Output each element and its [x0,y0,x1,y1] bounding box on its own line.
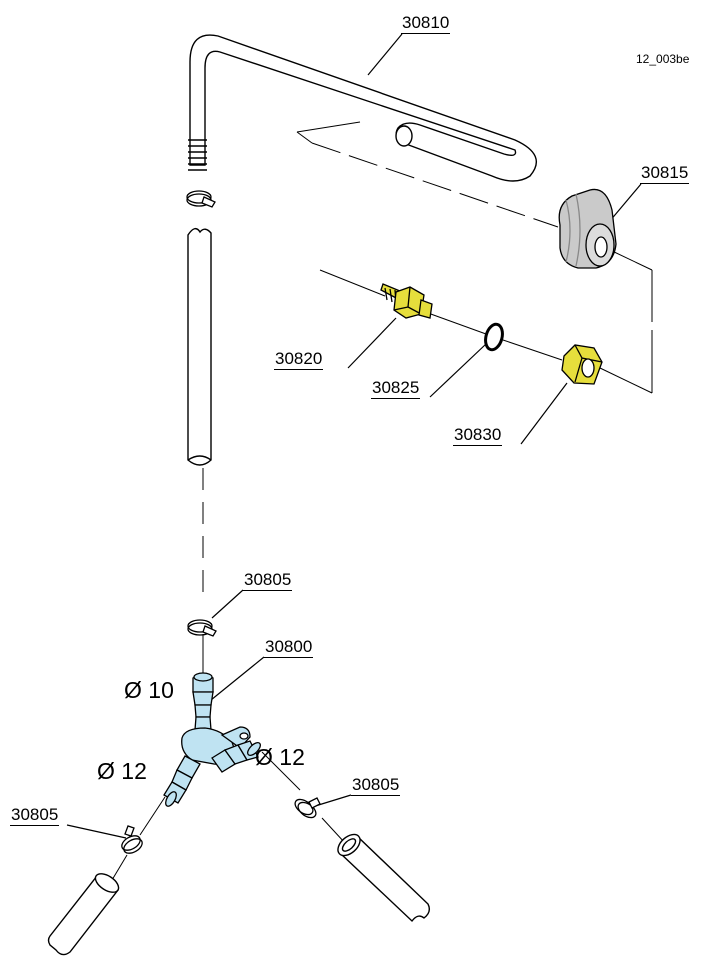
part-30815-grommet [558,188,617,269]
tee-top-barb-2 [192,691,214,706]
bent-hose-end [395,125,413,147]
assembly-lines [111,121,653,881]
hose-bottom-right [337,833,431,923]
leader-30820 [347,317,397,369]
label-30810: 30810 [401,13,451,34]
bracket-bottom [599,367,653,394]
part-30810-bent-hose [188,34,538,182]
line-right-clamp-hose [321,817,346,844]
label-30815: 30815 [640,163,690,184]
tee-lug-hole [239,732,249,740]
straight-hose-upper [187,227,212,466]
tee-top-barb-3 [194,704,212,718]
drawing-reference: 12_003be [636,52,690,66]
tee-left-opening [165,791,177,807]
bent-hose-body [189,34,538,182]
tee-top-opening [193,672,213,682]
leader-30805-top [211,589,244,619]
label-30805-left: 30805 [10,805,60,826]
dashed-line-grommet [311,142,559,228]
axis-line-left [319,269,386,297]
label-30805-right: 30805 [351,775,401,796]
dashed-line-start [296,121,361,133]
label-30825: 30825 [371,378,421,399]
dashed-line-corner [296,131,313,144]
clamp-bottom-right [294,797,321,819]
label-30820: 30820 [274,349,324,370]
clamp-bottom-left [121,825,143,854]
tee-right-opening [247,742,261,756]
axis-line-mid [427,312,487,335]
leader-30800 [210,656,265,701]
leader-30805-left [66,824,127,839]
leader-30810 [367,33,403,76]
hose-bottom-left [47,873,120,956]
label-30800: 30800 [264,637,314,658]
line-tee-left-clamp [139,796,166,836]
label-30830: 30830 [453,425,503,446]
part-30825-o-ring [484,322,504,352]
dimension-top-outlet: Ø 10 [124,677,174,703]
leader-30830 [520,382,568,445]
leader-30825 [429,343,487,398]
leader-lines [66,33,642,839]
bracket-top [609,249,653,271]
bent-hose-serration [188,139,207,171]
part-30800-tee-fitting [163,672,261,807]
dimension-left-outlet: Ø 12 [97,758,147,784]
line-tee-right-clamp [261,751,301,791]
clamp-upper [186,190,216,208]
part-30830-brass-nut [561,344,603,385]
axis-line-right [502,339,563,361]
dimension-right-outlet: Ø 12 [255,744,305,770]
part-30820-brass-fitting [380,283,433,319]
clamp-top-tee [187,619,217,637]
label-30805-top: 30805 [243,570,293,591]
line-left-clamp-hose [111,854,128,881]
